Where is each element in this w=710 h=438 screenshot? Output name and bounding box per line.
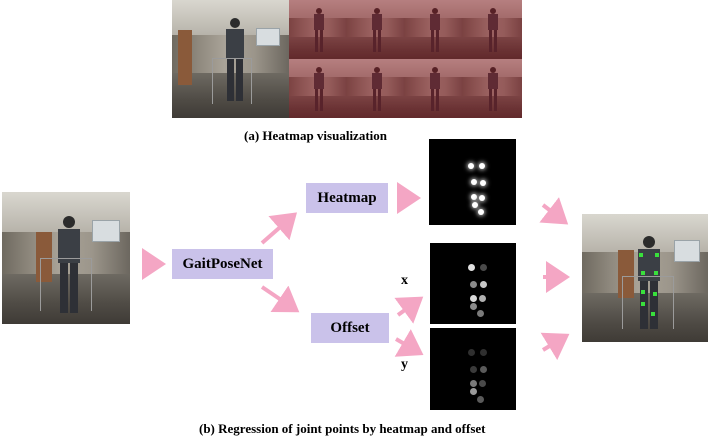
gaitposenet-box: GaitPoseNet [172, 249, 273, 279]
input-image [2, 192, 130, 324]
heatmap-strip-original-frame [172, 0, 289, 118]
arrow-offset-to-y [394, 329, 424, 357]
heatmap-strip-tinted-frames [289, 0, 522, 118]
result-image [582, 214, 708, 342]
heatmap-output [429, 139, 516, 225]
arrow-heatmap-output-to-result [539, 197, 569, 225]
offset-y-output [430, 328, 516, 410]
keypoint-markers [639, 253, 659, 316]
arrow-gaitposenet-to-heatmap [260, 212, 298, 245]
axis-label-y: y [401, 357, 408, 372]
offset-x-output [430, 243, 516, 324]
offset-box: Offset [311, 313, 389, 343]
axis-label-x: x [401, 273, 408, 288]
arrow-offset-to-x [394, 296, 424, 324]
caption-a: (a) Heatmap visualization [244, 128, 387, 143]
heatmap-box: Heatmap [306, 183, 388, 213]
arrow-gaitposenet-to-offset [260, 285, 300, 313]
caption-b: (b) Regression of joint points by heatma… [199, 421, 486, 436]
arrow-offset-y-to-result [540, 332, 570, 361]
